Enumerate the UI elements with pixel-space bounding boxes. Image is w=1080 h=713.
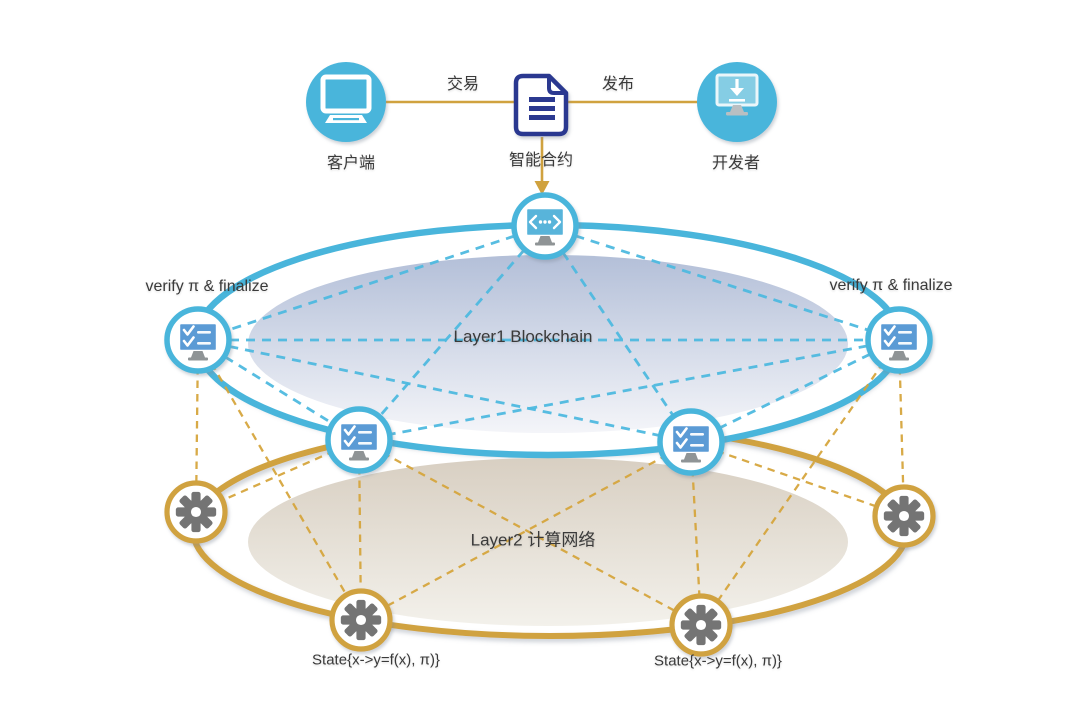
gear-icon	[883, 495, 925, 537]
contract-label: 智能合约	[508, 152, 574, 169]
gear-icon	[680, 604, 722, 646]
layer1-node-left	[164, 306, 232, 374]
client-node	[306, 62, 386, 142]
gear-icon	[340, 599, 382, 641]
transaction-label: 交易	[446, 76, 480, 93]
developer-node	[697, 62, 777, 142]
layer2-nodes	[164, 480, 936, 657]
gear-icon	[175, 491, 217, 533]
state-label-left: State{x->y=f(x), π)}	[312, 651, 440, 669]
publish-label: 发布	[601, 76, 635, 93]
client-circle	[306, 62, 386, 142]
layer1-node-bottom-left	[325, 406, 393, 474]
layer2-node-bottom-right	[669, 593, 733, 657]
smart-contract-node	[513, 73, 569, 137]
layer2-node-bottom-left	[329, 588, 393, 652]
state-label-right: State{x->y=f(x), π)}	[654, 652, 782, 670]
layer1-title: Layer1 Blockchain	[453, 327, 593, 346]
layer2-node-left	[164, 480, 228, 544]
developer-label: 开发者	[711, 155, 761, 172]
layer2-title: Layer2 计算网络	[470, 530, 596, 550]
top-flow	[306, 62, 777, 195]
verify-finalize-label-right: verify π & finalize	[829, 277, 953, 294]
document-lines	[529, 97, 555, 120]
layer1-node-bottom-right	[657, 408, 725, 476]
deploy-arrowhead	[534, 181, 550, 195]
download-monitor-icon	[715, 73, 759, 116]
layer1-dashed-mesh	[197, 224, 900, 444]
layer1-surface	[248, 255, 848, 433]
layer1-node-right	[865, 306, 933, 374]
verify-finalize-label-left: verify π & finalize	[145, 278, 269, 295]
smart-contract-document-icon	[513, 73, 569, 137]
layer1-node-top	[511, 192, 579, 260]
layer2-node-right	[872, 484, 936, 548]
layer1-nodes	[164, 192, 933, 476]
document-fold	[547, 77, 565, 95]
desktop-computer-icon	[320, 74, 372, 123]
client-label: 客户端	[326, 155, 376, 172]
